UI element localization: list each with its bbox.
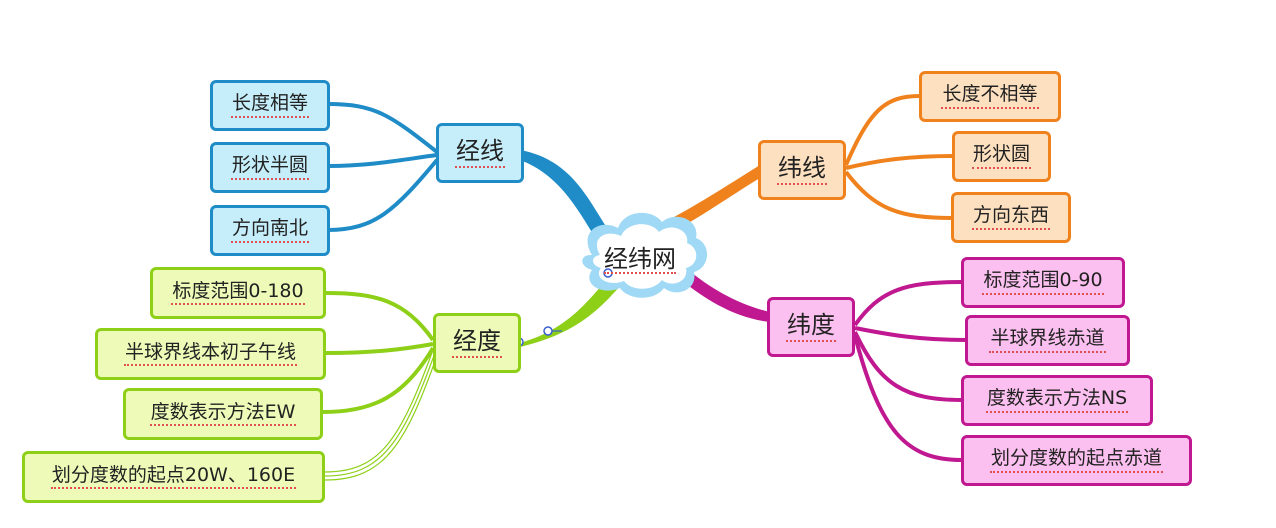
subtopic-jingxian-3[interactable]: 方向南北 [210, 205, 330, 256]
subtopic-label: 划分度数的起点20W、160E [50, 464, 297, 490]
connector-weidu-1 [853, 280, 963, 327]
center-topic-label: 经纬网 [604, 244, 676, 275]
connector-weixian-2 [845, 154, 954, 170]
connector-weixian-1 [844, 94, 921, 166]
subtopic-weidu-1[interactable]: 标度范围0-90 [961, 257, 1125, 308]
connector-weidu-3 [853, 331, 963, 402]
subtopic-weidu-3[interactable]: 度数表示方法NS [961, 375, 1153, 426]
subtopic-jingdu-1[interactable]: 标度范围0-180 [150, 267, 326, 319]
subtopic-label: 划分度数的起点赤道 [989, 447, 1163, 473]
connector-center-jingxian [520, 150, 612, 242]
subtopic-label: 方向东西 [971, 204, 1050, 230]
subtopic-weidu-4[interactable]: 划分度数的起点赤道 [961, 435, 1192, 486]
subtopic-jingdu-3[interactable]: 度数表示方法EW [123, 388, 323, 440]
subtopic-label: 形状圆 [971, 143, 1031, 169]
connector-jingdu-2 [325, 342, 434, 355]
subtopic-label: 形状半圆 [230, 154, 309, 180]
topic-weixian[interactable]: 纬线 [758, 140, 846, 200]
topic-jingxian-label: 经线 [455, 137, 505, 169]
topic-weixian-label: 纬线 [777, 154, 827, 186]
subtopic-weixian-1[interactable]: 长度不相等 [919, 71, 1061, 122]
subtopic-label: 半球界线本初子午线 [123, 341, 297, 367]
subtopic-jingxian-2[interactable]: 形状半圆 [210, 142, 330, 193]
connector-weixian-3 [844, 170, 954, 220]
connector-weidu-4 [853, 335, 963, 462]
center-topic[interactable]: 经纬网 [590, 242, 690, 278]
connector-jingdu-4 [324, 349, 434, 473]
subtopic-jingdu-4[interactable]: 划分度数的起点20W、160E [22, 451, 325, 503]
connector-jingdu-1 [325, 291, 435, 342]
connector-weidu-2 [854, 326, 967, 342]
subtopic-label: 半球界线赤道 [989, 327, 1106, 353]
subtopic-jingxian-1[interactable]: 长度相等 [210, 80, 330, 131]
subtopic-weidu-2[interactable]: 半球界线赤道 [965, 315, 1130, 366]
subtopic-label: 度数表示方法NS [985, 387, 1129, 413]
connector-center-jingdu [520, 278, 620, 347]
subtopic-label: 长度相等 [230, 92, 309, 118]
subtopic-label: 方向南北 [230, 217, 309, 243]
topic-jingdu-label: 经度 [452, 327, 502, 359]
topic-jingdu[interactable]: 经度 [433, 313, 521, 373]
connector-jingxian-1 [327, 102, 439, 154]
subtopic-label: 标度范围0-90 [982, 269, 1104, 295]
connector-jingdu-3 [322, 346, 435, 414]
topic-weidu-label: 纬度 [786, 311, 836, 343]
subtopic-label: 长度不相等 [941, 83, 1039, 109]
subtopic-weixian-3[interactable]: 方向东西 [951, 192, 1071, 243]
topic-jingxian[interactable]: 经线 [436, 123, 524, 183]
subtopic-label: 标度范围0-180 [171, 280, 305, 306]
subtopic-weixian-2[interactable]: 形状圆 [952, 131, 1051, 182]
subtopic-jingdu-2[interactable]: 半球界线本初子午线 [95, 328, 326, 380]
topic-weidu[interactable]: 纬度 [767, 297, 855, 357]
selection-handle-icon[interactable] [543, 326, 553, 336]
connector-center-weidu [675, 268, 770, 322]
subtopic-label: 度数表示方法EW [149, 401, 297, 427]
connector-jingxian-2 [327, 153, 438, 168]
connector-jingxian-3 [327, 158, 439, 232]
